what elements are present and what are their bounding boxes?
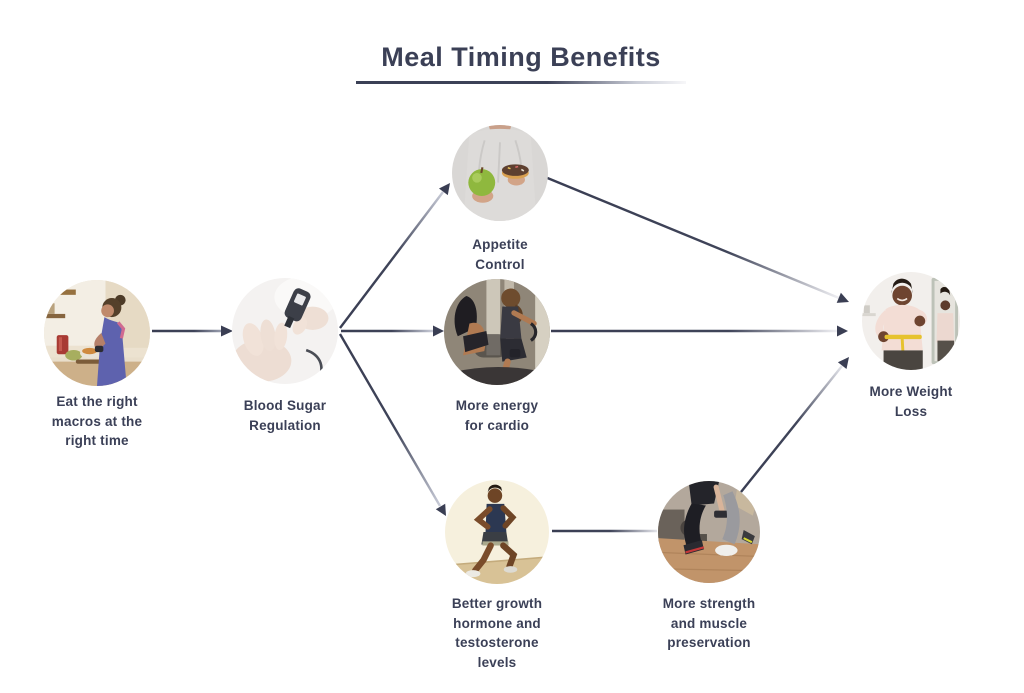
node-more-weight-loss	[862, 272, 960, 370]
women-on-exercise-bikes-photo	[444, 279, 550, 385]
page-title: Meal Timing Benefits	[381, 42, 661, 72]
edge-bloodsugar-to-cardio	[341, 325, 444, 337]
node-label-strength-preservation: More strength and muscle preservation	[662, 596, 756, 651]
lunges-with-dumbbells-photo	[658, 481, 760, 583]
man-running-photo	[445, 480, 549, 584]
node-strength-preservation	[658, 481, 760, 583]
node-more-energy-cardio	[444, 279, 550, 385]
node-label-more-weight-loss: More Weight Loss	[869, 384, 953, 419]
edge-bloodsugar-to-appetite	[339, 183, 450, 329]
node-appetite-control	[452, 125, 548, 221]
edge-strength-to-weightloss	[740, 357, 849, 493]
edge-cardio-to-weightloss	[551, 325, 848, 337]
edge-appetite-to-weightloss	[544, 175, 849, 303]
node-label-appetite-control: Appetite Control	[472, 237, 528, 272]
node-growth-hormone	[445, 480, 549, 584]
woman-measuring-waist-photo	[862, 272, 960, 370]
node-label-more-energy-cardio: More energy for cardio	[455, 398, 539, 433]
woman-eating-healthy-meal-photo	[44, 280, 150, 386]
edge-eat-to-bloodsugar	[152, 325, 233, 337]
node-label-growth-hormone: Better growth hormone and testosterone l…	[451, 596, 543, 670]
node-blood-sugar-regulation	[232, 278, 338, 384]
choosing-apple-over-donut-photo	[452, 125, 548, 221]
node-label-eat-right-macros: Eat the right macros at the right time	[51, 394, 143, 449]
edge-bloodsugar-to-growthhormone	[338, 333, 446, 516]
node-eat-right-macros	[44, 280, 150, 386]
node-label-blood-sugar-regulation: Blood Sugar Regulation	[243, 398, 327, 433]
title-underline	[356, 81, 686, 84]
glucose-meter-finger-test-photo	[232, 278, 338, 384]
